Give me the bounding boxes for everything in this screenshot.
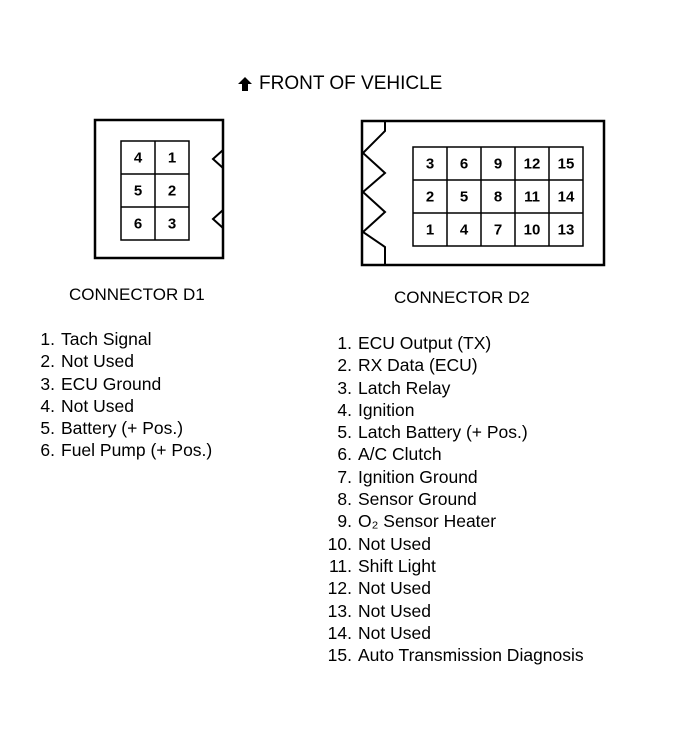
connector-d2-function-item-number: 9. xyxy=(337,511,352,532)
connector-d2-function-item: 13. Not Used xyxy=(317,600,584,622)
connector-d2-function-item-number: 14. xyxy=(327,622,352,643)
connector-d2-function-item-number: 15. xyxy=(327,645,352,666)
connector-d1-function-item-number: 5. xyxy=(40,418,55,439)
connector-d2-function-item-text: Auto Transmission Diagnosis xyxy=(358,645,584,666)
connector-d2-pin-4: 4 xyxy=(460,222,469,239)
connector-d2-function-item-number: 12. xyxy=(327,578,352,599)
connector-d2-function-item: 1. ECU Output (TX) xyxy=(317,332,584,354)
connector-d2-label: CONNECTOR D2 xyxy=(394,288,530,307)
front-of-vehicle-text: FRONT OF VEHICLE xyxy=(259,73,443,94)
connector-d1-function-item-number: 1. xyxy=(40,329,55,349)
connector-d2-pin-8: 8 xyxy=(494,189,502,206)
connector-d2-function-item: 2. RX Data (ECU) xyxy=(317,354,584,376)
connector-d1-pin-6: 6 xyxy=(134,216,142,233)
connector-d2-function-item: 15. Auto Transmission Diagnosis xyxy=(317,644,584,666)
connector-d1-pin-list: 1. Tach Signal 2. Not Used 3. ECU Ground 4. Not… xyxy=(22,328,212,462)
connector-d1-function-item-text: Tach Signal xyxy=(61,329,152,349)
connector-d1-function-item-text: Fuel Pump (+ Pos.) xyxy=(61,440,213,461)
connector-d2-function-item: 3. Latch Relay xyxy=(317,377,584,399)
connector-d2-function-item-number: 8. xyxy=(337,489,352,510)
connector-d2-function-item-text: Ignition Ground xyxy=(358,466,478,487)
connector-d2-pin-7: 7 xyxy=(494,222,502,239)
connector-d2-housing xyxy=(360,119,606,267)
connector-d1-pin-3: 3 xyxy=(168,216,176,233)
connector-d1-function-item: 4. Not Used xyxy=(22,395,212,417)
connector-d1-function-item-number: 6. xyxy=(40,440,55,461)
connector-d2-function-item-text: O₂ Sensor Heater xyxy=(358,511,497,532)
connector-d2-pin-list: 1. ECU Output (TX) 2. RX Data (ECU) 3. Latch … xyxy=(317,332,584,666)
connector-d1-function-item-text: Not Used xyxy=(61,395,134,416)
connector-d2-function-item-number: 1. xyxy=(337,333,352,353)
connector-d1-function-item: 1. Tach Signal xyxy=(22,328,212,350)
connector-d1-function-item-text: Battery (+ Pos.) xyxy=(61,418,184,439)
connector-d2-function-item-text: A/C Clutch xyxy=(358,444,442,465)
connector-d2-function-item-number: 4. xyxy=(337,399,352,420)
connector-d2-pin-10: 10 xyxy=(524,222,541,239)
connector-d2-function-item: 8. Sensor Ground xyxy=(317,488,584,510)
connector-d1-function-item-number: 2. xyxy=(40,351,55,372)
connector-d2-pin-12: 12 xyxy=(524,156,541,173)
connector-d2-function-item-number: 6. xyxy=(337,444,352,465)
connector-d2-function-item: 12. Not Used xyxy=(317,577,584,599)
connector-d2-function-item-number: 7. xyxy=(337,466,352,487)
connector-d2-function-item-number: 13. xyxy=(327,600,352,621)
connector-d2-function-item-text: Shift Light xyxy=(358,555,436,576)
connector-d1-pin-4: 4 xyxy=(134,150,143,167)
connector-d2-function-item-text: Not Used xyxy=(358,578,431,599)
connector-d1-function-item-text: Not Used xyxy=(61,351,134,372)
connector-d2-function-item-text: Latch Relay xyxy=(358,377,451,398)
connector-d2-function-item-text: Not Used xyxy=(358,533,431,554)
connector-d2-function-item-text: Not Used xyxy=(358,622,431,643)
connector-d2-pin-9: 9 xyxy=(494,156,502,173)
connector-d2-pin-15: 15 xyxy=(558,156,575,173)
up-arrow-icon xyxy=(238,77,252,91)
connector-d2-function-item: 7. Ignition Ground xyxy=(317,466,584,488)
connector-d1-function-item-number: 3. xyxy=(40,373,55,394)
connector-d2-pin-11: 11 xyxy=(524,189,540,206)
connector-d1-function-item: 3. ECU Ground xyxy=(22,373,212,395)
connector-d2-function-item-number: 10. xyxy=(327,533,352,554)
connector-d2-function-item-number: 11. xyxy=(328,555,352,576)
connector-d2-function-item-number: 5. xyxy=(337,422,352,443)
connector-d2-function-item: 6. A/C Clutch xyxy=(317,443,584,465)
connector-d1-pin-5: 5 xyxy=(134,183,142,200)
connector-d2-function-item: 5. Latch Battery (+ Pos.) xyxy=(317,421,584,443)
connector-d2-function-item: 11. Shift Light xyxy=(317,555,584,577)
connector-d2-pin-3: 3 xyxy=(426,156,434,173)
connector-d1-function-item: 6. Fuel Pump (+ Pos.) xyxy=(22,439,212,461)
connector-d1-pins: 4 1 5 2 6 3 xyxy=(134,150,176,233)
connector-d1-function-item-text: ECU Ground xyxy=(61,373,162,394)
connector-d2-function-item-number: 3. xyxy=(337,377,352,398)
front-of-vehicle-label: FRONT OF VEHICLE xyxy=(237,73,442,95)
connector-d2-function-item-text: Ignition xyxy=(358,399,415,420)
connector-d2-pin-6: 6 xyxy=(460,156,468,173)
connector-d1-label: CONNECTOR D1 xyxy=(69,285,205,304)
connector-d2-pin-14: 14 xyxy=(558,189,575,206)
connector-d1-housing xyxy=(93,118,225,260)
connector-d1-function-item: 5. Battery (+ Pos.) xyxy=(22,417,212,439)
connector-d2-function-item: 4. Ignition xyxy=(317,399,584,421)
connector-d1-function-item-number: 4. xyxy=(40,395,55,416)
connector-d2-function-item-text: RX Data (ECU) xyxy=(358,355,478,376)
connector-d2-pin-2: 2 xyxy=(426,189,434,206)
connector-d2-function-item: 14. Not Used xyxy=(317,622,584,644)
connector-d1-pin-1: 1 xyxy=(168,150,176,167)
connector-d2-function-item-text: Latch Battery (+ Pos.) xyxy=(358,422,528,443)
connector-d2-pin-1: 1 xyxy=(426,222,434,239)
connector-d2-function-item: 10. Not Used xyxy=(317,533,584,555)
connector-d1-pin-2: 2 xyxy=(168,183,176,200)
connector-d2-function-item-number: 2. xyxy=(337,355,352,376)
connector-d1-function-item: 2. Not Used xyxy=(22,350,212,372)
connector-d2-function-item-text: Sensor Ground xyxy=(358,489,477,510)
connector-d2-function-item: 9. O₂ Sensor Heater xyxy=(317,510,584,532)
connector-d2-function-item-text: Not Used xyxy=(358,600,431,621)
connector-d2-function-item-text: ECU Output (TX) xyxy=(358,333,492,353)
connector-d2-pin-5: 5 xyxy=(460,189,468,206)
connector-d2-pin-13: 13 xyxy=(558,222,575,239)
